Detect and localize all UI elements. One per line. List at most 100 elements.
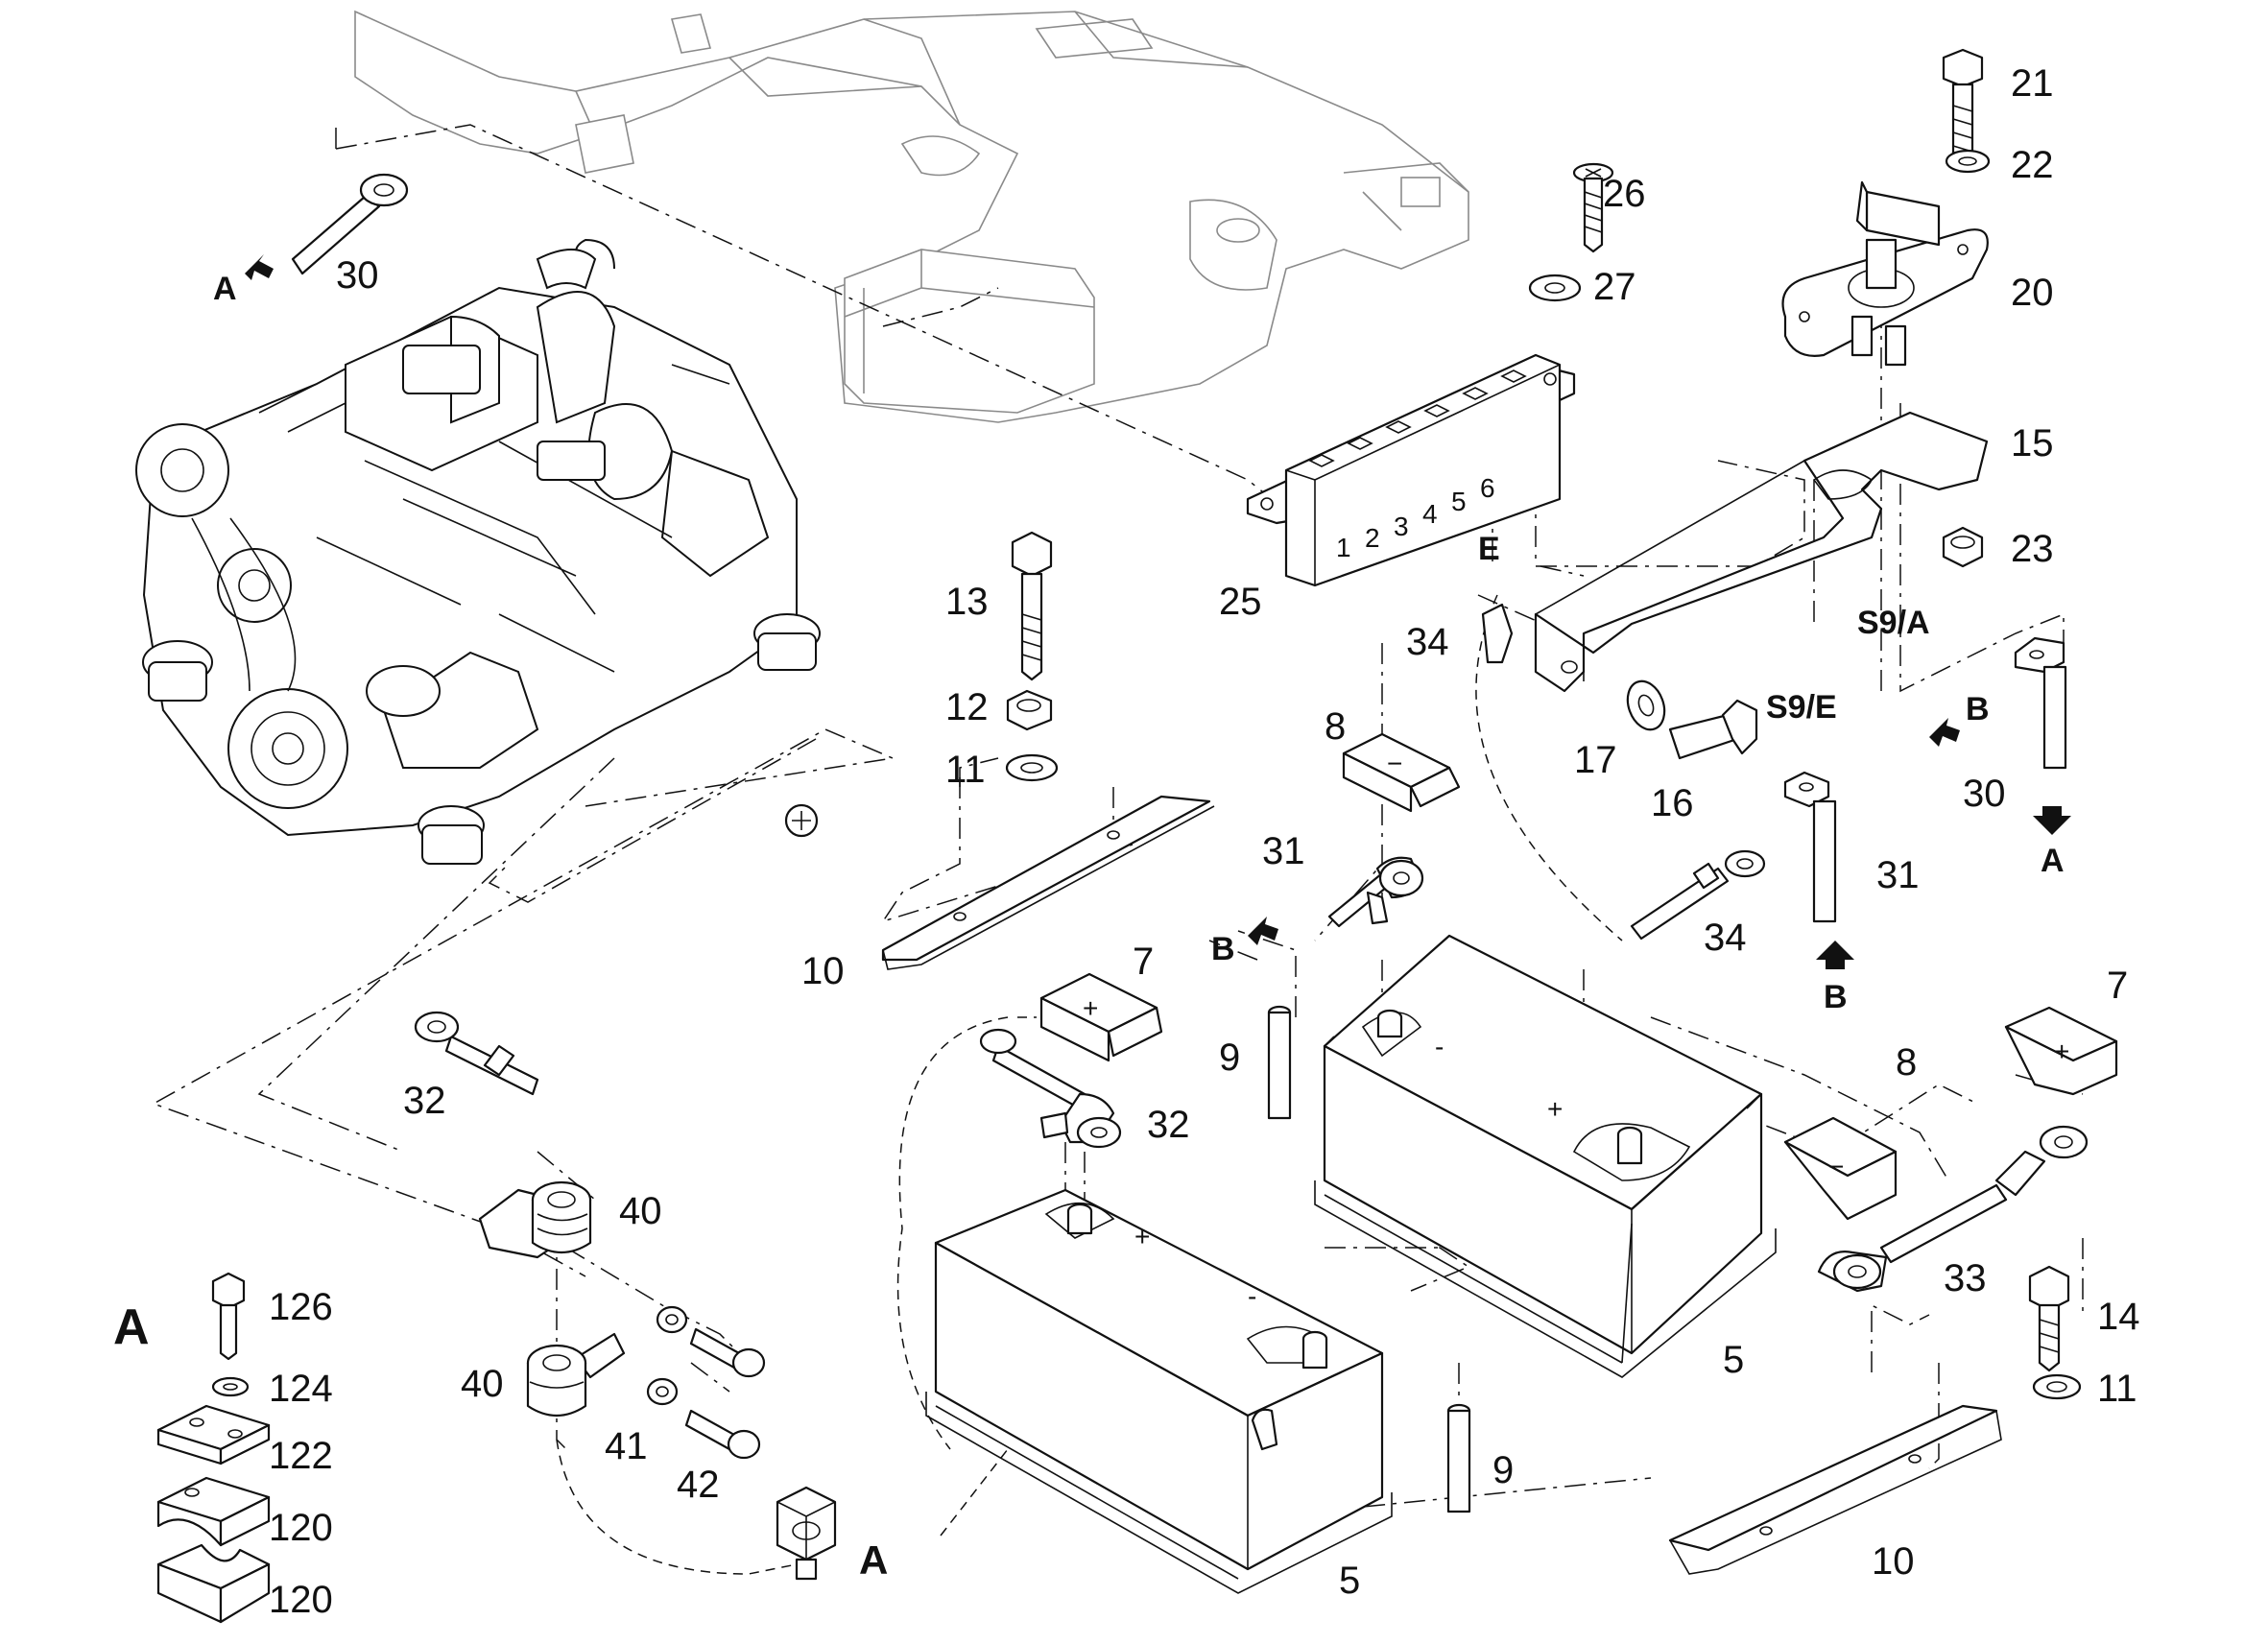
callout: 126	[269, 1286, 333, 1328]
arrow-label-a: A	[2041, 843, 2065, 879]
negative-mark: -	[1435, 1032, 1444, 1061]
callout: 10	[801, 950, 845, 992]
part-7-cover-left: +	[1039, 972, 1163, 1062]
callout: 124	[269, 1368, 333, 1410]
callout: 8	[1325, 705, 1346, 748]
minus-symbol: −	[1387, 749, 1402, 778]
part-120-block-upper	[156, 1476, 271, 1547]
callout: 120	[269, 1579, 333, 1621]
part-41-washer-upper	[656, 1305, 688, 1334]
arrow-label-b: B	[1966, 691, 1990, 727]
part-31-clamp-left	[1327, 856, 1424, 928]
fuse-number: 6	[1480, 473, 1495, 503]
part-120-block-lower	[156, 1543, 271, 1624]
arrow-marker-b1: B	[1211, 917, 1278, 967]
callout: 9	[1492, 1449, 1514, 1491]
arrow-marker-b2: B	[1929, 691, 1990, 747]
part-32-cable-left	[414, 1011, 539, 1096]
part-17-washer	[1626, 679, 1666, 731]
callout: 31	[1262, 830, 1305, 872]
part-34-connector-top	[1481, 603, 1514, 664]
callout: 13	[945, 581, 989, 623]
clamp-detail-a	[776, 1486, 837, 1581]
battery-right: - +	[1314, 934, 1777, 1378]
part-10-strip-left	[881, 795, 1215, 970]
callout: 32	[403, 1080, 446, 1122]
arrow-label-b: B	[1211, 931, 1235, 967]
callout: 21	[2011, 62, 2054, 105]
callout: 7	[2107, 965, 2128, 1007]
part-27-washer	[1528, 274, 1582, 302]
callout: 122	[269, 1435, 333, 1477]
callout: 34	[1406, 621, 1449, 663]
part-42-screw-lower	[684, 1409, 761, 1460]
ref-label-s9e: S9/E	[1766, 689, 1837, 726]
callout: 30	[336, 254, 379, 297]
fuse-slot-numbers: 1 2 3 4 5 6	[1336, 473, 1495, 562]
part-41-washer-lower	[646, 1377, 679, 1406]
battery-left: + -	[925, 1188, 1393, 1594]
machine-frame-outline	[354, 10, 1469, 423]
positive-mark: +	[1134, 1222, 1150, 1251]
callout: 15	[2011, 422, 2054, 465]
part-8-cover-right: −	[1783, 1116, 1898, 1221]
callout: 25	[1219, 581, 1262, 623]
callout: 30	[1963, 773, 2006, 815]
callout: 12	[945, 686, 989, 728]
callout: 27	[1593, 266, 1636, 308]
part-33-cable	[1817, 1125, 2089, 1293]
callout: 26	[1603, 173, 1646, 215]
part-34-cable-lower	[1630, 849, 1766, 941]
part-16-bolt	[1668, 699, 1758, 760]
callout: 16	[1651, 782, 1694, 824]
part-30-rod-right	[2014, 636, 2067, 770]
part-30-cable-top	[291, 173, 409, 275]
fuse-number: 4	[1422, 499, 1438, 529]
callout: 7	[1133, 941, 1154, 983]
part-11-washer-right	[2032, 1373, 2082, 1400]
part-7-cover-right: +	[2004, 1006, 2118, 1096]
part-126-bolt	[211, 1272, 246, 1361]
fuse-plugs	[1308, 369, 1527, 467]
callout: 14	[2097, 1296, 2140, 1338]
fuse-number: 2	[1365, 523, 1380, 553]
part-32-cable-top	[979, 1028, 1122, 1149]
part-9-post-top	[1267, 1005, 1292, 1120]
arrow-marker-a2: A	[2033, 806, 2071, 879]
part-15-bracket	[1534, 411, 1989, 693]
callout: 40	[619, 1190, 662, 1232]
callout: 5	[1339, 1560, 1360, 1602]
part-40-clamp-lower	[526, 1332, 626, 1417]
callout: 10	[1872, 1540, 1915, 1583]
callout: 120	[269, 1507, 333, 1549]
ref-label-s9a: S9/A	[1857, 605, 1930, 641]
arrow-marker-b3: B	[1816, 941, 1854, 1015]
callout: 11	[945, 749, 986, 791]
part-21-bolt	[1942, 48, 1984, 163]
part-9-post-bottom	[1446, 1403, 1471, 1513]
arrow-marker-a1: A	[213, 254, 274, 307]
part-42-screw-upper	[689, 1327, 766, 1378]
part-8-cover-top: −	[1342, 732, 1461, 813]
part-31-rod-middle	[1783, 771, 1837, 923]
part-122-plate	[156, 1404, 271, 1465]
part-124-washer	[211, 1376, 250, 1397]
part-13-bolt	[1011, 531, 1053, 681]
callout: 17	[1574, 739, 1617, 781]
ground-symbol	[784, 803, 819, 838]
part-26-screw	[1572, 162, 1614, 253]
callout: 11	[2097, 1368, 2137, 1410]
part-22-washer	[1945, 149, 1991, 174]
callout: 40	[461, 1363, 504, 1405]
part-14-bolt	[2028, 1265, 2070, 1372]
part-25-fuse-box	[1246, 353, 1576, 587]
callout: 31	[1876, 854, 1920, 896]
fuse-number: 1	[1336, 533, 1351, 562]
callout: 23	[2011, 528, 2054, 570]
callout: 34	[1704, 917, 1747, 959]
detail-a-marker: A	[859, 1537, 888, 1583]
callout: 5	[1723, 1339, 1744, 1381]
callout: 9	[1219, 1036, 1240, 1079]
part-40-clamp-upper	[478, 1180, 592, 1259]
